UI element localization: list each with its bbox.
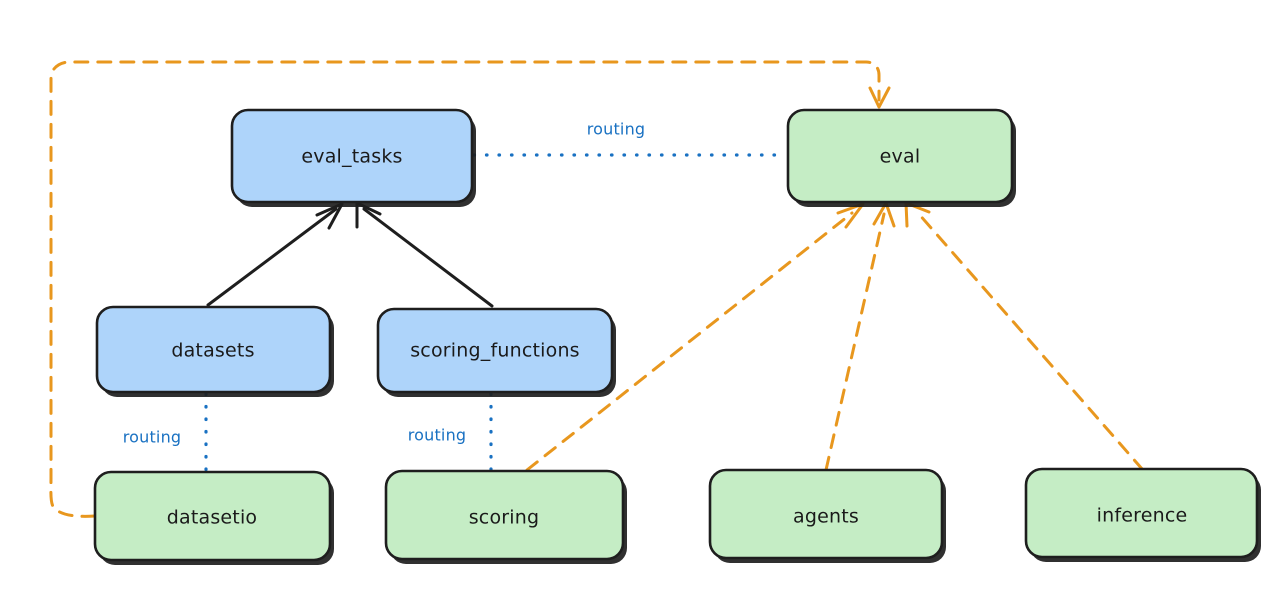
node-label-scoring: scoring bbox=[469, 507, 540, 529]
node-label-inference: inference bbox=[1097, 505, 1188, 527]
node-label-scoring-functions: scoring_functions bbox=[410, 340, 580, 362]
edge-label-routing-eval-tasks: routing bbox=[587, 120, 646, 139]
node-agents[interactable]: agents bbox=[708, 468, 946, 563]
node-inference[interactable]: inference bbox=[1024, 467, 1261, 562]
edge-scoring-functions-to-scoring: routing bbox=[408, 392, 493, 472]
edge-datasets-to-datasetio: routing bbox=[123, 392, 208, 473]
node-eval[interactable]: eval bbox=[786, 108, 1016, 207]
node-label-datasets: datasets bbox=[171, 340, 254, 362]
node-datasetio[interactable]: datasetio bbox=[93, 470, 334, 565]
node-label-eval: eval bbox=[880, 146, 921, 168]
edge-eval-tasks-to-eval: routing bbox=[472, 120, 788, 157]
node-datasets[interactable]: datasets bbox=[95, 305, 334, 397]
edge-datasetio-to-eval bbox=[49, 60, 891, 518]
edge-agents-to-eval bbox=[824, 201, 896, 472]
edge-inference-to-eval bbox=[904, 201, 1145, 472]
node-label-datasetio: datasetio bbox=[167, 507, 258, 529]
node-eval-tasks[interactable]: eval_tasks bbox=[230, 108, 476, 207]
edge-label-routing-datasets: routing bbox=[123, 428, 182, 447]
edge-label-routing-scoring-functions: routing bbox=[408, 426, 467, 445]
edge-datasets-to-eval-tasks bbox=[206, 202, 344, 307]
node-scoring[interactable]: scoring bbox=[384, 469, 627, 564]
node-label-agents: agents bbox=[793, 506, 859, 528]
node-scoring-functions[interactable]: scoring_functions bbox=[376, 307, 616, 397]
edge-scoring-functions-to-eval-tasks bbox=[355, 201, 494, 308]
node-label-eval-tasks: eval_tasks bbox=[301, 146, 402, 168]
